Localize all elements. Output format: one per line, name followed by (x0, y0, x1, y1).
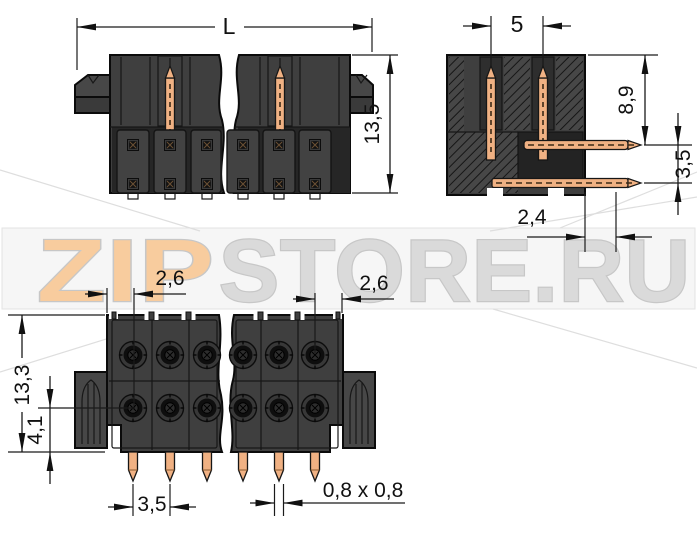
solder-pin (237, 451, 249, 482)
dimension-pin-pitch: 3,5 (108, 484, 196, 516)
dim-label-pin-cross-section: 0,8 x 0,8 (323, 479, 404, 502)
dimension-pin-protrusion: 8,9 (588, 54, 692, 146)
solder-pin (127, 451, 139, 482)
solder-pin-upper (523, 139, 643, 151)
dimension-edge-to-pin-left: 2,6 (85, 267, 186, 406)
solder-pin (164, 451, 176, 482)
left-latch-wing (74, 74, 111, 114)
male-pin-section (485, 57, 497, 161)
dim-label-pin-protrusion: 8,9 (615, 85, 638, 114)
socket-contact (118, 340, 148, 370)
front-view-bottom: 2,6 2,6 13,3 4,1 (8, 267, 405, 516)
dimension-front-height: 13,3 (8, 314, 105, 453)
dim-label-housing-height: 13,5 (361, 104, 384, 145)
socket-contact (155, 393, 185, 423)
socket-contact (300, 393, 330, 423)
socket-contact (264, 340, 294, 370)
dim-label-tip-offset: 2,4 (517, 206, 547, 229)
dim-label-edge-to-pin-right: 2,6 (359, 272, 388, 295)
dimension-tip-offset: 2,4 (517, 192, 652, 252)
solder-pin-lower (491, 177, 643, 189)
socket-contact (228, 340, 258, 370)
housing-segment-left-bottom (106, 310, 224, 453)
watermark-crease-lines (0, 169, 697, 373)
solder-pin (309, 451, 321, 482)
housing-segment-right-bottom (228, 310, 344, 453)
dimension-housing-height: 13,5 (352, 54, 398, 194)
dim-label-total-length: L (223, 13, 236, 39)
latch-notches (253, 310, 342, 321)
watermark-band: ZIP STORE.RU (0, 169, 697, 373)
dim-label-front-height: 13,3 (11, 365, 34, 406)
dim-label-edge-to-pin-left: 2,6 (155, 267, 184, 290)
solder-pins-bottom (127, 451, 321, 482)
dimension-edge-to-pin-right: 2,6 (293, 272, 394, 353)
socket-contact (264, 393, 294, 423)
dimension-row-spacing: 5 (463, 11, 571, 62)
dimension-row-offset: 3,5 (644, 113, 695, 215)
watermark-text-store: STORE.RU (219, 221, 691, 320)
dim-label-base-height: 4,1 (24, 415, 47, 444)
dimension-pin-cross-section: 0,8 x 0,8 (250, 479, 405, 516)
left-latch-wing-bottom (74, 371, 108, 449)
housing-segment-left (109, 54, 226, 200)
socket-contact (192, 393, 222, 423)
watermark-text-zip: ZIP (37, 221, 215, 320)
solder-pin (273, 451, 285, 482)
solder-pin (201, 451, 213, 482)
right-latch-wing (349, 74, 374, 114)
dimension-total-length: L (76, 13, 373, 70)
socket-contact (228, 393, 258, 423)
dim-label-row-offset: 3,5 (672, 149, 695, 178)
latch-notches (109, 310, 196, 321)
dim-label-row-spacing: 5 (511, 11, 524, 37)
socket-contact (192, 340, 222, 370)
right-latch-wing-bottom (342, 371, 376, 449)
front-view-top: L 13,5 (74, 13, 398, 200)
socket-contact (155, 340, 185, 370)
housing-segment-right (226, 54, 351, 200)
side-section-view: 5 8,9 3,5 2,4 (446, 11, 695, 252)
dim-label-pin-pitch: 3,5 (137, 493, 166, 516)
watermark-background (1, 227, 696, 310)
dimension-base-height: 4,1 (24, 376, 135, 484)
